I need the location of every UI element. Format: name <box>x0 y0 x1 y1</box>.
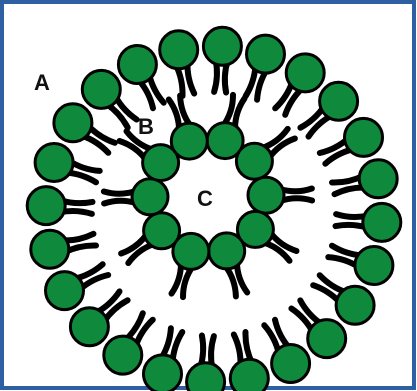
label-center-core: C <box>197 186 213 211</box>
lipid-head <box>46 272 84 310</box>
lipid-head <box>35 144 73 182</box>
lipid-head <box>336 286 374 324</box>
lipid-head <box>248 177 284 213</box>
lipid-head <box>209 233 245 269</box>
lipid-head <box>54 104 92 142</box>
lipid-head <box>308 320 346 358</box>
lipid-head <box>132 179 168 215</box>
lipid-head <box>345 118 383 156</box>
lipid-head <box>236 143 272 179</box>
lipid-head <box>171 123 207 159</box>
lipid-head <box>82 70 120 108</box>
lipid-head <box>160 31 198 69</box>
lipid-head <box>286 54 324 92</box>
lipid-head <box>70 308 108 346</box>
lipid-head <box>230 359 268 391</box>
label-outer-layer: A <box>34 70 50 95</box>
lipid-head <box>144 355 182 391</box>
lipid-head <box>27 187 65 225</box>
lipid-head <box>363 203 401 241</box>
lipid-head <box>355 247 393 285</box>
lipid-head <box>359 160 397 198</box>
lipid-head <box>118 46 156 84</box>
lipid-head <box>144 213 180 249</box>
lipid-head <box>272 345 310 383</box>
label-middle-region: B <box>138 114 154 139</box>
lipid-head <box>31 230 69 268</box>
lipid-head <box>203 27 241 65</box>
lipid-head <box>320 82 358 120</box>
lipid-head <box>187 363 225 391</box>
lipid-head <box>104 336 142 374</box>
lipid-head <box>247 35 285 73</box>
